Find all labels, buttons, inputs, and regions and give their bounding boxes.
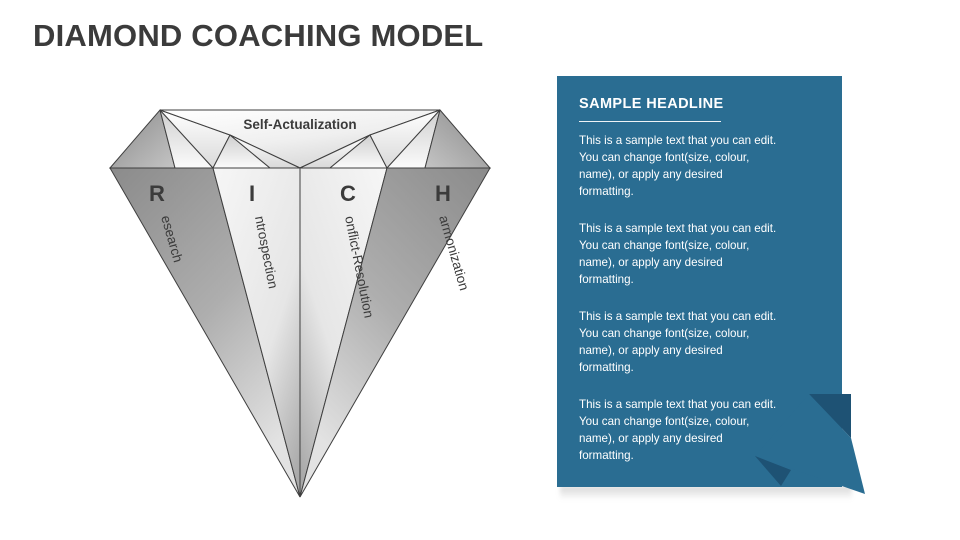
diamond-diagram: Self-Actualization R I C H esearch ntros…	[95, 95, 515, 510]
callout-headline: SAMPLE HEADLINE	[579, 96, 724, 112]
facet-letter-c: C	[340, 181, 356, 206]
callout-shadow	[560, 486, 852, 500]
pavilion-facet-h	[299, 167, 491, 498]
callout-body: SAMPLE HEADLINE This is a sample text th…	[557, 76, 842, 487]
facet-letter-i: I	[249, 181, 255, 206]
facet-letter-h: H	[435, 181, 451, 206]
callout-paragraph: This is a sample text that you can edit.…	[579, 134, 777, 198]
callout-paragraph: This is a sample text that you can edit.…	[579, 222, 777, 286]
diamond-pavilion	[109, 167, 491, 498]
diamond-crown	[108, 108, 492, 169]
callout-paragraph: This is a sample text that you can edit.…	[579, 398, 777, 462]
page-title: DIAMOND COACHING MODEL	[33, 18, 484, 53]
headline-divider	[579, 121, 721, 122]
callout-panel: SAMPLE HEADLINE This is a sample text th…	[557, 76, 865, 494]
crown-label-self-actualization: Self-Actualization	[243, 117, 356, 132]
callout-paragraph: This is a sample text that you can edit.…	[579, 310, 777, 374]
facet-letter-r: R	[149, 181, 165, 206]
